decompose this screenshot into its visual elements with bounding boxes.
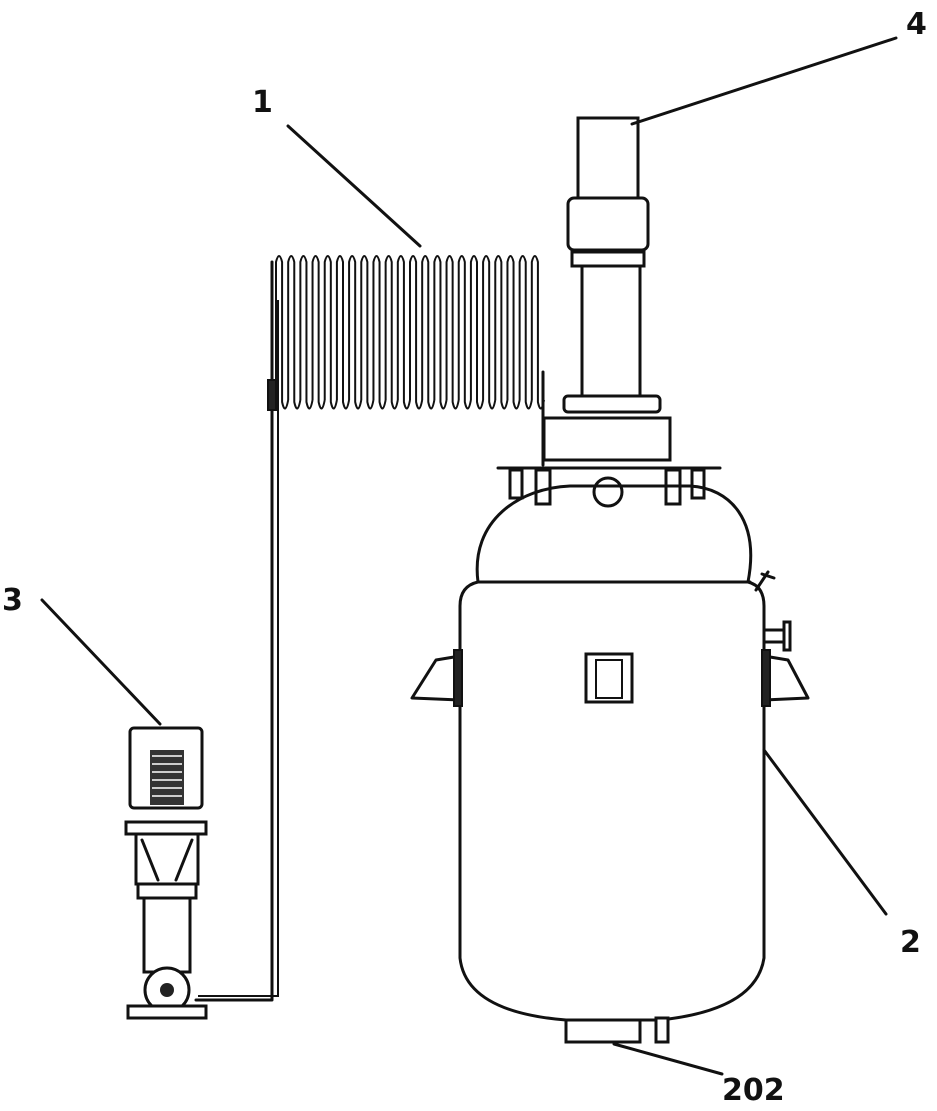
- pump-body: [142, 896, 192, 974]
- reactor-tank: [410, 466, 810, 1044]
- coil-loop: [457, 255, 472, 410]
- tank-sight-window-frame: [595, 659, 623, 699]
- tank-bottom-drain: [654, 1016, 670, 1044]
- pump-base: [126, 1004, 208, 1020]
- tank-sight-window: [584, 652, 634, 704]
- coil-loop: [482, 255, 497, 410]
- drive-gearbox: [566, 196, 650, 252]
- pump-impeller-hub: [160, 983, 174, 997]
- drive-motor-cap: [576, 116, 640, 200]
- coil-loop: [287, 255, 302, 410]
- pipe-line-inner: [198, 300, 279, 997]
- coil-loop: [469, 255, 485, 410]
- drive-mount-base: [542, 416, 672, 462]
- coil-loop: [372, 255, 387, 410]
- tank-bottom-outlet: [564, 1018, 642, 1044]
- coil-loop: [421, 255, 436, 410]
- coil-loop: [384, 255, 399, 410]
- tank-nozzle-left-2: [534, 468, 552, 506]
- coil-loop: [433, 255, 448, 410]
- drive-flange-upper: [570, 250, 646, 268]
- leader-lines: [40, 36, 898, 1076]
- tank-lug-plate-right: [761, 649, 771, 707]
- tank-side-nozzle-flange: [782, 620, 792, 652]
- leader-line-2: [762, 748, 888, 916]
- label-top-unit: 4: [906, 7, 927, 42]
- drive-shaft-housing: [580, 264, 642, 398]
- pump: [124, 726, 208, 1020]
- tank-support-lug-left: [410, 654, 462, 702]
- tank-upper-head: [475, 484, 753, 584]
- coil-heat-exchanger: [275, 255, 545, 467]
- coil-loop: [311, 255, 326, 410]
- tank-vent-valve: [754, 570, 776, 592]
- pump-mid-flange: [136, 882, 198, 900]
- coil-loop: [409, 255, 424, 410]
- coil-loop: [348, 255, 363, 410]
- coil-loop: [299, 255, 314, 410]
- coil-loop: [335, 255, 351, 410]
- label-bottom-outlet: 202: [722, 1073, 785, 1108]
- top-agitator-drive: [542, 116, 672, 462]
- label-tank: 2: [900, 925, 921, 960]
- coil-loop: [506, 255, 521, 410]
- coil-loop: [275, 255, 290, 410]
- coil-loop: [396, 255, 411, 410]
- tank-nozzle-right-2: [690, 468, 706, 500]
- coil-loop: [494, 255, 509, 410]
- coil-loop: [518, 255, 533, 410]
- label-pump: 3: [2, 583, 23, 618]
- connecting-pipe: [194, 260, 279, 1002]
- pipe-fitting: [267, 379, 277, 411]
- tank-support-lug-right: [762, 654, 810, 702]
- leader-line-4: [630, 36, 898, 126]
- label-coil: 1: [252, 85, 273, 120]
- drive-flange-lower: [562, 394, 662, 414]
- coil-loops: [275, 255, 545, 410]
- pump-motor-fin-lines: [152, 755, 182, 797]
- leader-line-3: [40, 598, 162, 726]
- leader-line-202: [612, 1042, 724, 1076]
- pump-coupling-frame: [134, 832, 200, 886]
- tank-nozzle-left-1: [508, 468, 524, 500]
- pump-motor-flange: [124, 820, 208, 836]
- coil-loop: [360, 255, 375, 410]
- pipe-line-outer: [194, 260, 274, 1002]
- leader-line-1: [286, 124, 422, 248]
- tank-shell: [458, 580, 766, 1022]
- tank-manway-top: [592, 476, 624, 508]
- coil-loop: [445, 255, 460, 410]
- tank-lug-plate-left: [453, 649, 463, 707]
- pump-coupling-struts: [140, 838, 194, 882]
- coil-loop: [323, 255, 338, 410]
